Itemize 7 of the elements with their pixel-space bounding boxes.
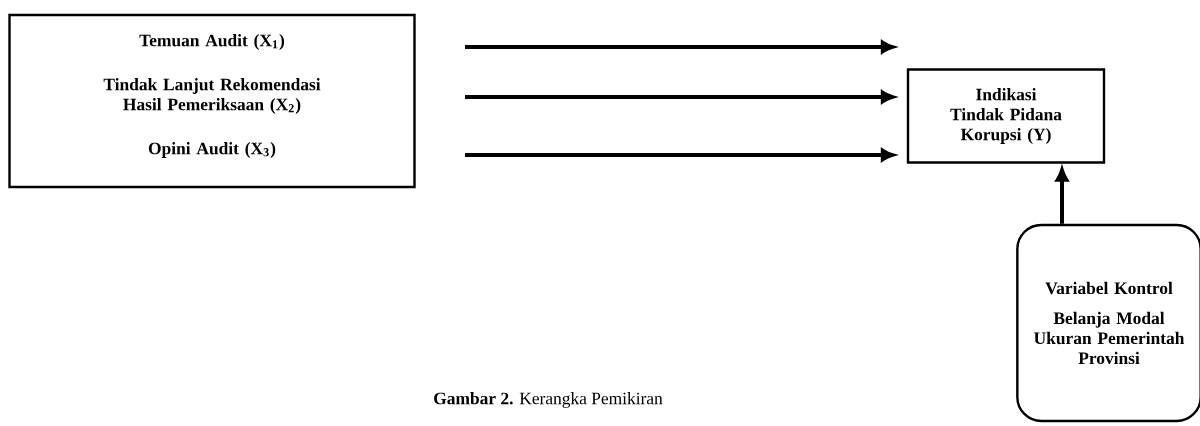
variable-label: Opini Audit (X$_{3}$) (148, 142, 276, 158)
variable-box (8, 13, 416, 189)
variable-label: Tindak Lanjut Rekomendasi Hasil Pemeriksaan (X$_{2}$) (103, 78, 321, 114)
outcome-box: Indikasi Tindak Pidana Korupsi (Y) (906, 68, 1106, 164)
variable-label: Temuan Audit (X$_{1}$) (139, 34, 285, 50)
control-box: Variabel Kontrol Belanja Modal Ukuran Pemerintah Provinsi (1016, 223, 1200, 423)
caption: Gambar 2. Kerangka Pemikiran (434, 392, 663, 408)
